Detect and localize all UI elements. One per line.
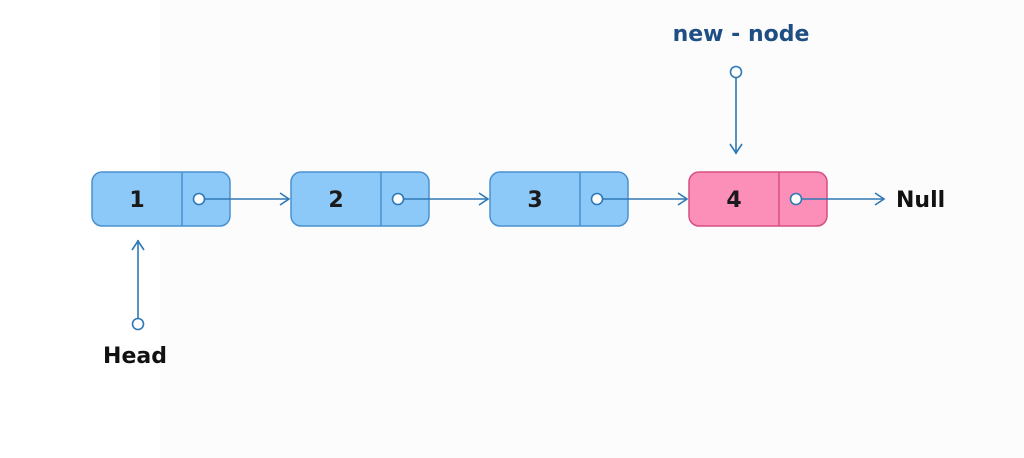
head-pointer: Head bbox=[103, 239, 167, 369]
null-link bbox=[789, 192, 886, 206]
link-arrow-head bbox=[478, 192, 490, 206]
node-value: 4 bbox=[726, 188, 741, 213]
next-link bbox=[391, 192, 490, 206]
link-arrow-head bbox=[677, 192, 689, 206]
links-layer bbox=[192, 192, 886, 206]
null-label: Null bbox=[896, 188, 945, 213]
next-link bbox=[590, 192, 689, 206]
nodes-layer: 1 2 3 4 bbox=[91, 171, 828, 227]
node-2: 2 bbox=[290, 171, 430, 227]
head-pointer-dot bbox=[131, 317, 145, 331]
new-node-pointer-dot bbox=[729, 65, 743, 79]
new-node-pointer: new - node bbox=[673, 22, 810, 155]
next-link bbox=[192, 192, 291, 206]
new-node-label: new - node bbox=[673, 22, 810, 47]
new-node-arrow-head bbox=[729, 143, 743, 155]
node-value: 1 bbox=[129, 188, 144, 213]
link-arrow-head bbox=[874, 192, 886, 206]
next-pointer-dot bbox=[192, 192, 206, 206]
node-4: 4 bbox=[688, 171, 828, 227]
head-arrow-head bbox=[131, 239, 145, 251]
next-pointer-dot bbox=[391, 192, 405, 206]
link-arrow-head bbox=[279, 192, 291, 206]
node-value: 3 bbox=[527, 188, 542, 213]
next-pointer-dot bbox=[789, 192, 803, 206]
head-label: Head bbox=[103, 344, 167, 369]
background-panel bbox=[160, 0, 1024, 458]
node-value: 2 bbox=[328, 188, 343, 213]
next-pointer-dot bbox=[590, 192, 604, 206]
